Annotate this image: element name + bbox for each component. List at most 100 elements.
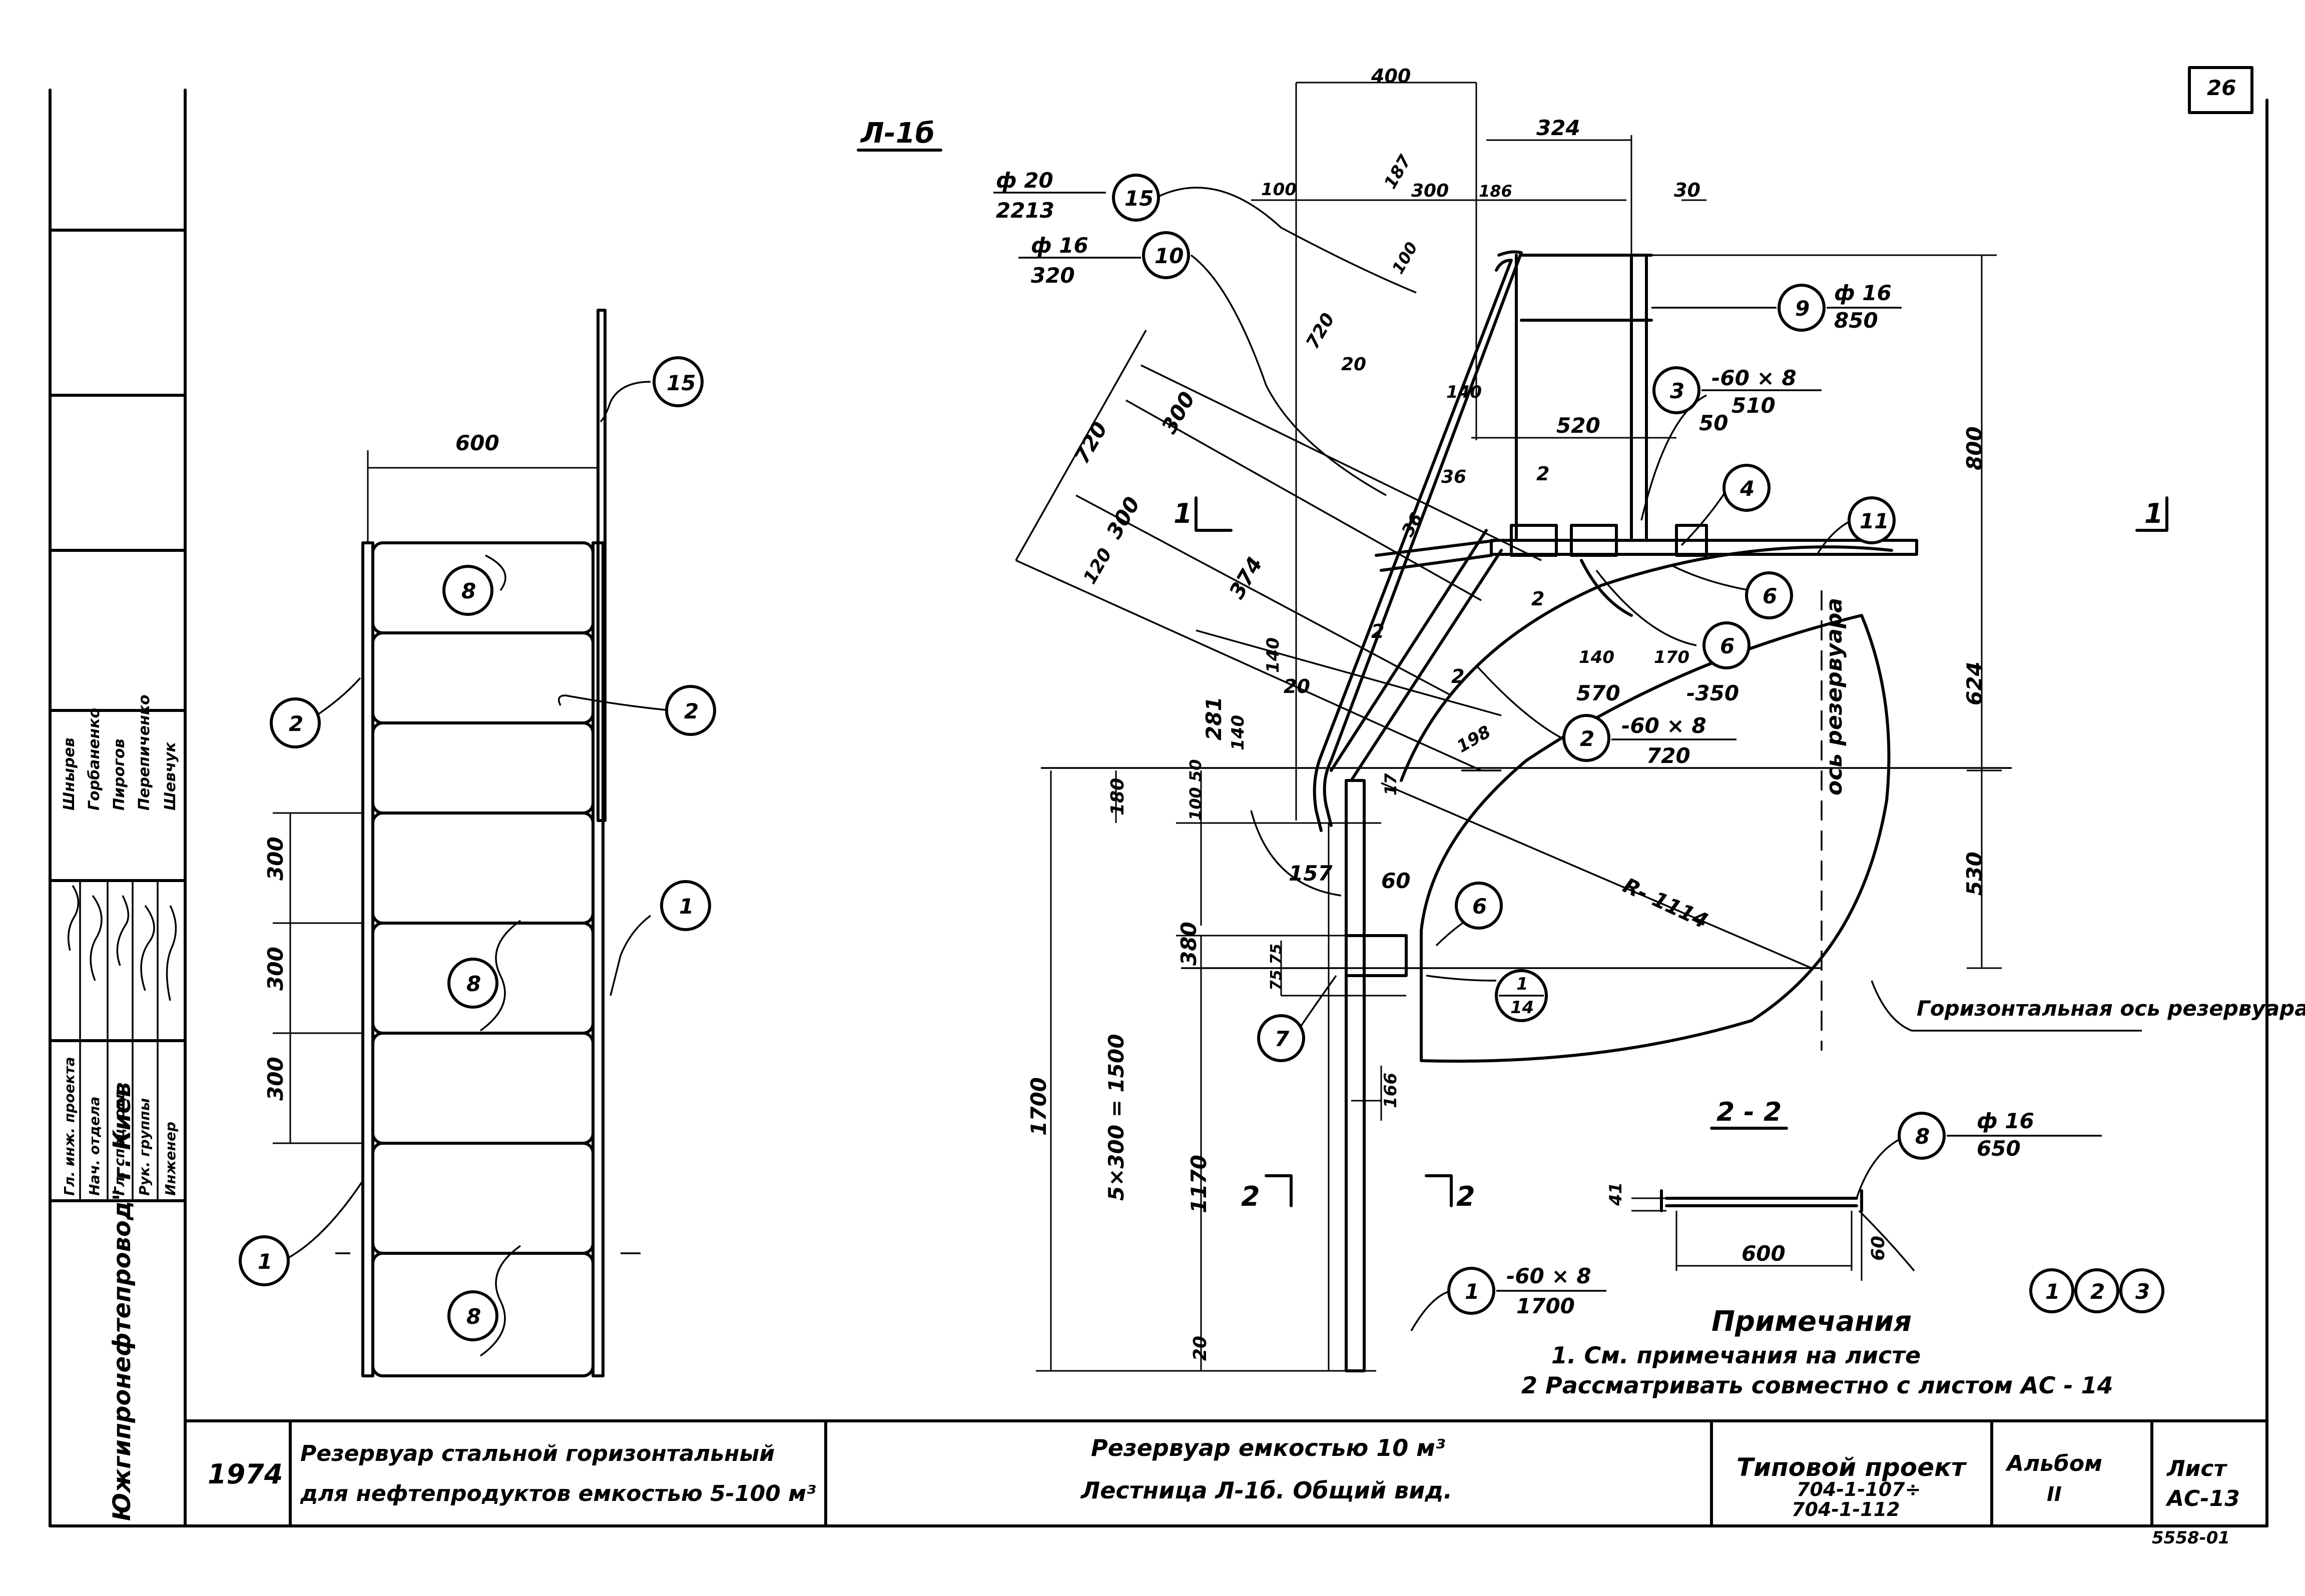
dim-20b: 20 — [1284, 675, 1310, 697]
stamp-name-5: Шевчук — [162, 741, 179, 811]
album-label: Альбом — [2005, 1451, 2102, 1476]
stamp-title-1: Резервуар емкостью 10 м³ — [1091, 1434, 1445, 1461]
bottom-code: 5558-01 — [2152, 1528, 2230, 1548]
dim-pitch-b: 300 — [263, 947, 288, 991]
svg-text:10: 10 — [1155, 244, 1184, 268]
mark-2-a: 2 — [1371, 620, 1384, 642]
callout-1-section: 1 — [2029, 1268, 2074, 1313]
stamp-name-3: Пирогов — [111, 739, 128, 811]
svg-text:2: 2 — [684, 699, 699, 723]
spec-2: -60 × 8 720 — [1611, 713, 1737, 768]
stamp-project-3: 704-1-112 — [1792, 1498, 1900, 1520]
svg-text:ф 16: ф 16 — [1834, 281, 1892, 305]
callout-10: 10 — [1142, 231, 1190, 279]
stamp-name-4: Перепиченко — [136, 694, 153, 811]
view-title-text: Л-1б — [860, 117, 935, 150]
note-1: 1. См. примечания на листе — [1551, 1342, 1921, 1369]
stamp-desc-2: для нефтепродуктов емкостью 5-100 м³ — [300, 1481, 816, 1506]
dim-2a: 2 — [1536, 463, 1549, 485]
dim-400: 400 — [1371, 65, 1411, 87]
svg-text:14: 14 — [1510, 998, 1534, 1018]
svg-text:1700: 1700 — [1516, 1294, 1575, 1318]
section-mark-1-right: 1 — [2144, 498, 2163, 529]
dim-41: 41 — [1606, 1182, 1626, 1206]
callout-1-left-b: 1 — [239, 1235, 290, 1286]
dim-380: 380 — [1177, 922, 1201, 966]
section-mark-2-right: 2 — [1456, 1181, 1475, 1212]
dim-50: 50 — [1699, 411, 1728, 435]
stamp-org: Южгипронефтепровод" г. Киев — [108, 1082, 136, 1521]
notes-block: Примечания 1. См. примечания на листе 2 … — [1521, 1305, 2113, 1399]
svg-text:2: 2 — [2090, 1279, 2105, 1304]
dim-186: 186 — [1479, 182, 1512, 201]
svg-text:ф 16: ф 16 — [1977, 1109, 2034, 1133]
svg-text:850: 850 — [1834, 308, 1878, 333]
callout-2-left-b: 2 — [665, 685, 716, 736]
dim-100-right: 100 — [1388, 239, 1421, 277]
dim-324: 324 — [1536, 116, 1580, 140]
dim-140d: 140 — [1228, 715, 1248, 750]
dim-520: 520 — [1556, 413, 1600, 438]
svg-text:650: 650 — [1977, 1136, 2021, 1161]
album-value: II — [2047, 1483, 2062, 1506]
dim-20c: 20 — [1190, 1336, 1211, 1361]
label-tank-axis: ось резервуара — [1822, 598, 1847, 795]
svg-text:3: 3 — [2135, 1279, 2150, 1304]
svg-text:4: 4 — [1740, 476, 1755, 501]
svg-text:1: 1 — [2045, 1279, 2060, 1304]
dim-5x300: 5×300 = 1500 — [1104, 1034, 1128, 1201]
svg-text:15: 15 — [1124, 186, 1154, 211]
svg-text:1: 1 — [679, 894, 694, 919]
dim-300-top: 300 — [1411, 181, 1449, 201]
dim-530: 530 — [1962, 852, 1987, 896]
spec-10: ф 16 320 — [1018, 233, 1141, 288]
callout-9: 9 — [1778, 284, 1826, 332]
svg-text:1: 1 — [1465, 1279, 1479, 1304]
stamp-desc-1: Резервуар стальной горизонтальный — [300, 1441, 775, 1466]
dim-36a: 36 — [1441, 467, 1466, 487]
spec-15: ф 20 2213 — [993, 168, 1106, 223]
callout-15-right: 15 — [1112, 174, 1160, 222]
dim-187: 187 — [1380, 152, 1415, 193]
dim-17: 17 — [1381, 773, 1400, 795]
dim-720-right: 720 — [1302, 310, 1339, 353]
callout-3-section: 3 — [2119, 1268, 2164, 1313]
callout-2-section: 2 — [2074, 1268, 2119, 1313]
mark-2-c: 2 — [1531, 588, 1544, 610]
dim-60: 60 — [1381, 869, 1410, 893]
dim-140c: 140 — [1263, 637, 1283, 673]
svg-text:720: 720 — [1646, 743, 1690, 768]
callout-4: 4 — [1722, 464, 1771, 512]
tank-assembly — [1015, 82, 2168, 1372]
sheet-label: Лист — [2166, 1456, 2227, 1481]
dim-75-75: 75 75 — [1268, 944, 1285, 991]
dim-198: 198 — [1454, 722, 1494, 757]
label-horizontal-axis: Горизонтальная ось резервуара — [1917, 996, 2305, 1021]
signatures-image — [67, 885, 177, 1001]
sheet-value: АС-13 — [2165, 1486, 2240, 1511]
dim-140b: 140 — [1579, 647, 1614, 667]
section-mark-1-left: 1 — [1174, 498, 1193, 529]
dim-30: 30 — [1674, 179, 1700, 201]
stamp-role-2: Нач. отдела — [86, 1097, 103, 1196]
callout-7: 7 — [1257, 1014, 1305, 1062]
svg-text:6: 6 — [1720, 634, 1735, 658]
svg-text:2213: 2213 — [996, 198, 1054, 223]
stamp-role-4: Рук. группы — [136, 1098, 153, 1196]
svg-text:11: 11 — [1860, 509, 1889, 533]
dim-624: 624 — [1962, 661, 1987, 705]
svg-text:-60 × 8: -60 × 8 — [1621, 713, 1706, 738]
callout-15-left: 15 — [653, 356, 704, 407]
spec-8: ф 16 650 — [1947, 1109, 2102, 1161]
stamp-year: 1974 — [208, 1458, 283, 1490]
callout-2-right: 2 — [1562, 714, 1610, 762]
svg-text:510: 510 — [1732, 393, 1776, 418]
svg-text:2: 2 — [289, 711, 303, 736]
callout-1-14: 1 14 — [1495, 969, 1548, 1022]
callout-11: 11 — [1848, 496, 1896, 544]
dim-20a: 20 — [1341, 354, 1366, 375]
stamp-role-1: Гл. инж. проекта — [61, 1057, 78, 1196]
callout-8-bottom: 8 — [447, 1290, 498, 1341]
ladder-elevation: 600 300 300 300 — [263, 309, 671, 1377]
